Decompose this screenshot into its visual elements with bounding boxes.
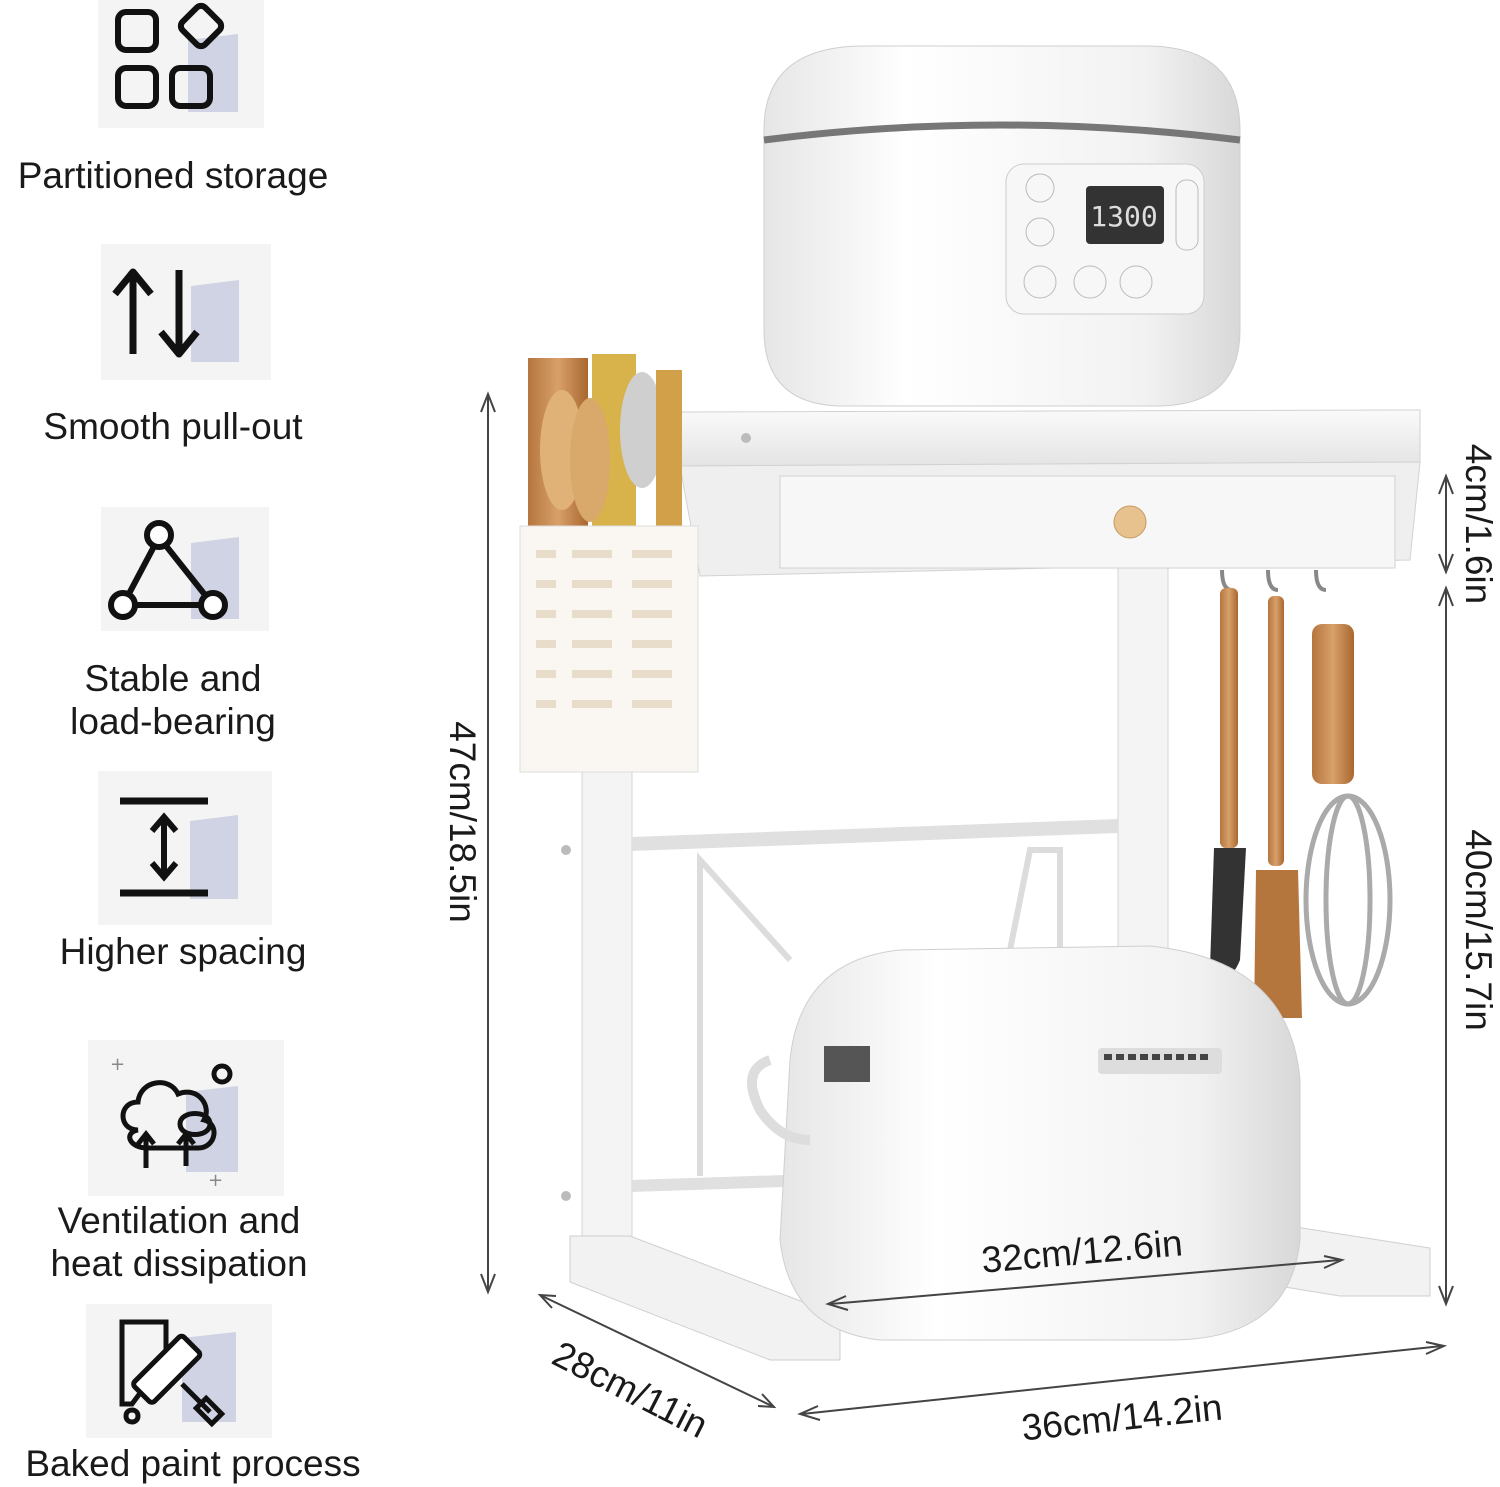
rack-frame — [561, 559, 1431, 1361]
feature-label-smooth-pull-out: Smooth pull-out — [43, 406, 303, 447]
grid-icon — [98, 0, 264, 128]
dimension-drawer-height: 4cm/1.6in — [1458, 443, 1499, 605]
feature-label-stable: Stable and load-bearing — [70, 658, 276, 742]
feature-label-partitioned-storage: Partitioned storage — [17, 155, 329, 196]
feature-label-baked-paint: Baked paint process — [25, 1443, 361, 1484]
dimension-total-height: 47cm/18.5in — [442, 721, 483, 923]
utensil-holder — [519, 354, 699, 773]
triangle-nodes-icon — [101, 507, 269, 631]
top-cooker-display: 1300 — [1090, 200, 1157, 233]
hanging-utensils — [1210, 569, 1393, 1018]
paint-roller-icon — [86, 1304, 272, 1438]
feature-label-higher-spacing: Higher spacing — [59, 931, 307, 972]
feature-label-ventilation: Ventilation and heat dissipation — [50, 1200, 308, 1284]
ventilation-icon: + + — [88, 1040, 284, 1196]
top-rice-cooker: 1300 — [763, 45, 1241, 407]
dimension-lines — [480, 391, 1454, 1421]
svg-text:+: + — [208, 1170, 223, 1191]
bottom-rice-cooker — [747, 945, 1301, 1341]
dimension-lower-height: 40cm/15.7in — [1458, 829, 1499, 1031]
svg-text:+: + — [110, 1054, 125, 1075]
top-shelf — [679, 409, 1421, 577]
height-spacing-icon — [98, 771, 272, 925]
up-down-arrows-icon — [101, 244, 271, 380]
